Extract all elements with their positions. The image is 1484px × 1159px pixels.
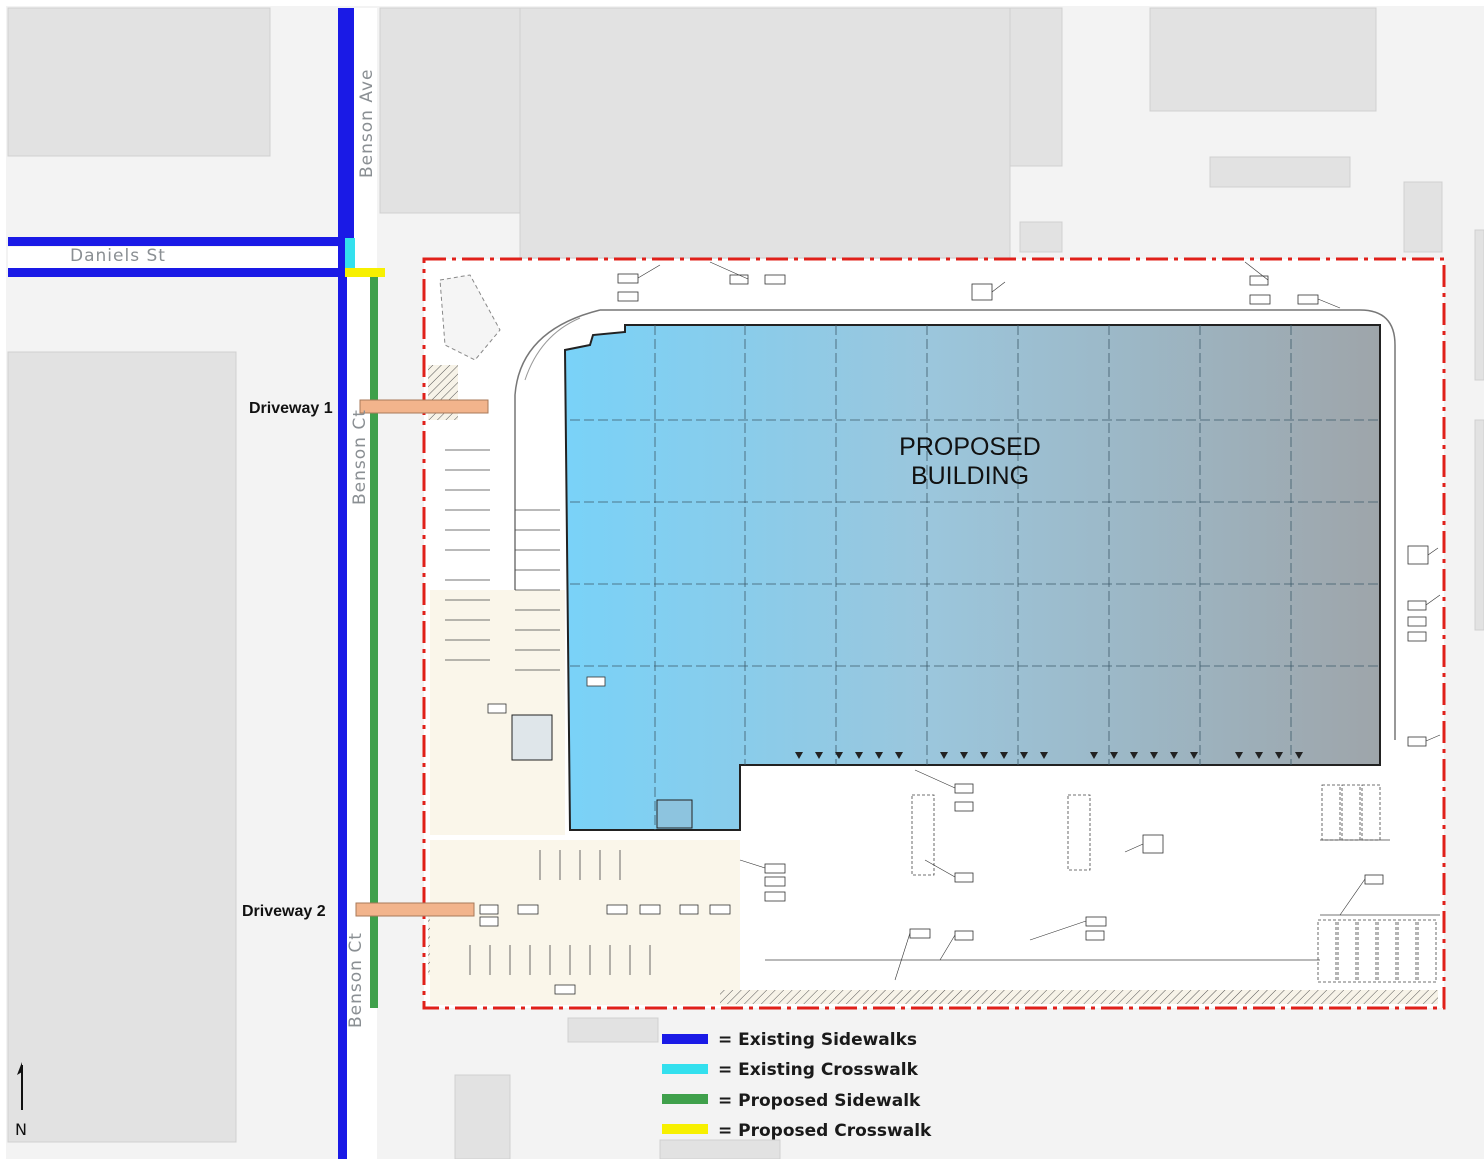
benson-ave-label: Benson Ave [357,69,377,179]
building-structural-grid [570,325,1380,830]
plan-callouts [479,273,1429,995]
map-legend: = Existing Sidewalks = Existing Crosswal… [662,1030,932,1141]
building-label-line1: PROPOSED [899,433,1041,461]
trailer-spaces [911,784,1437,983]
legend-label-existing-crosswalk: = Existing Crosswalk [718,1060,919,1080]
daniels-st-road [8,247,353,269]
existing-crosswalk [345,238,355,273]
south-parking-pavement [430,840,740,1005]
stair-block [511,714,553,761]
legend-label-proposed-crosswalk: = Proposed Crosswalk [718,1121,932,1141]
landscape-area [439,274,501,361]
south-hatched-strip [720,990,1438,1004]
north-arrowhead-icon [17,1062,22,1075]
existing-sidewalk-benson [338,8,347,1159]
electrical-room [656,799,693,829]
benson-ct-lower-label: Benson Ct [346,932,366,1028]
legend-label-proposed-sidewalk: = Proposed Sidewalk [718,1091,921,1111]
benson-ct-upper-label: Benson Ct [350,409,370,505]
daniels-st-label: Daniels St [70,246,166,266]
legend-swatch-existing-crosswalk [662,1064,708,1074]
legend-swatch-existing-sidewalks [662,1034,708,1044]
driveway-1-label: Driveway 1 [249,400,333,417]
existing-sidewalk-benson-north [345,8,354,273]
site-plan-curb [514,309,1396,800]
driveway-1-marker [359,399,489,414]
site-plan-inner-curb [524,317,581,381]
site-boundary [422,257,1446,1010]
driveway-2-marker [355,902,475,917]
basemap-left-strip [0,0,6,1159]
basemap-blocks [7,7,1484,1159]
loading-dock-markers [795,752,1303,759]
legend-swatch-proposed-sidewalk [662,1094,708,1104]
existing-sidewalk-daniels-south [8,268,351,277]
plan-callout-leaders [637,261,1441,981]
legend-swatch-proposed-crosswalk [662,1124,708,1134]
proposed-crosswalk [345,268,385,277]
legend-label-existing-sidewalks: = Existing Sidewalks [718,1030,917,1050]
proposed-building-footprint [563,324,1381,831]
building-label-line2: BUILDING [911,462,1029,490]
north-label: N [15,1120,27,1139]
proposed-sidewalk-benson-ct [370,277,378,1008]
existing-sidewalk-daniels-north [8,237,351,246]
driveway-2-label: Driveway 2 [242,903,326,920]
basemap-top-strip [0,0,1484,6]
north-arrow: N [15,1062,27,1139]
